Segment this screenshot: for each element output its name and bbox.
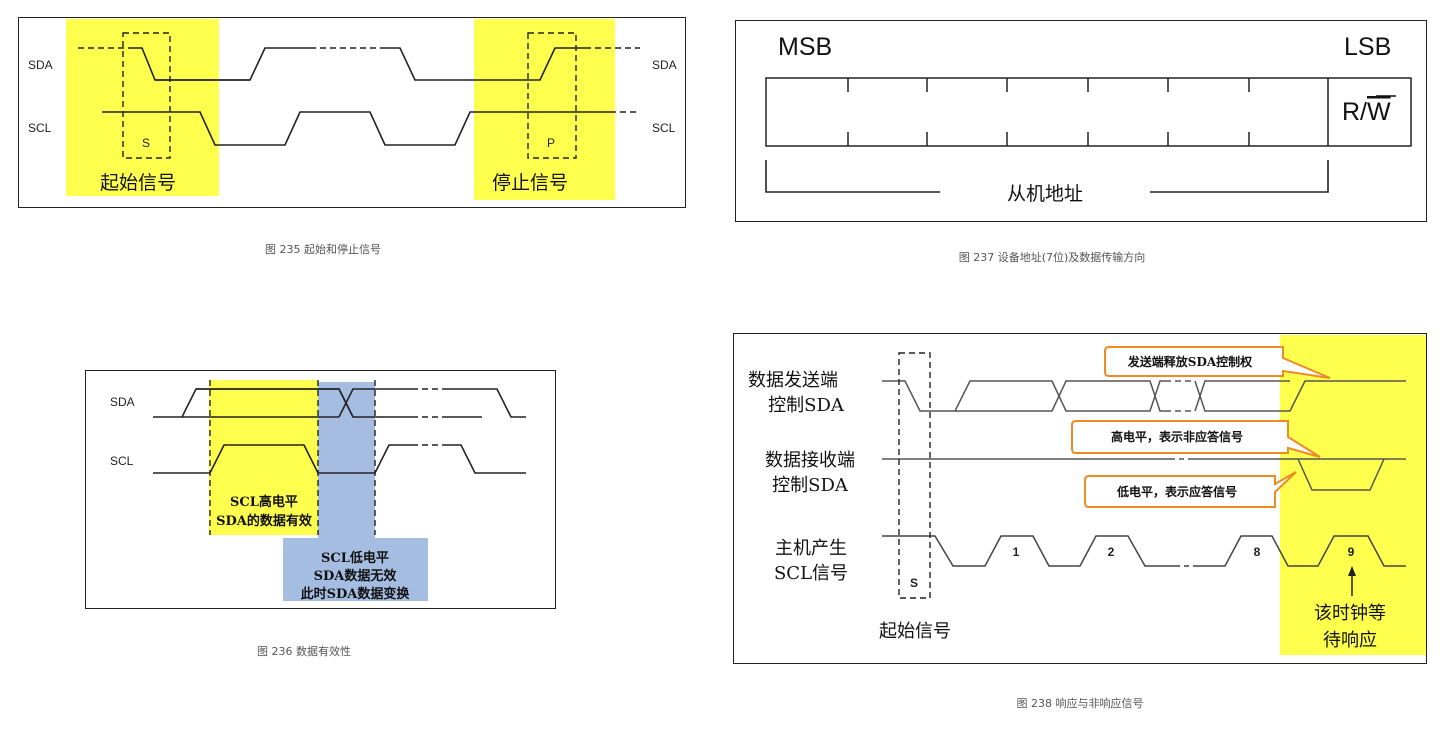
receiver-label-line1: 数据接收端 (765, 450, 855, 471)
stop-signal-label: 停止信号 (492, 172, 568, 194)
scl-label-line1: 主机产生 (775, 538, 847, 559)
scl-waveform (102, 111, 610, 146)
lsb-label: LSB (1344, 33, 1391, 61)
start-signal-label: 起始信号 (100, 172, 176, 194)
rw-bit-label: R/W (1342, 98, 1391, 126)
figure-caption: 图 235 起始和停止信号 (265, 242, 381, 256)
sender-sda-waveform (882, 380, 1406, 412)
start-highlight (66, 19, 219, 196)
callout-ack: 低电平，表示应答信号 (1084, 471, 1297, 508)
figure-236-data-validity: SDA SCL SCL高电平 SDA的数据有效 SCL低电平 SDA数据无效 此… (85, 370, 556, 658)
sda-label-right: SDA (652, 58, 677, 72)
ack-clock-highlight (1280, 335, 1426, 655)
valid-highlight (209, 380, 318, 535)
receiver-sda-waveform (882, 458, 1406, 491)
svg-text:发送端释放SDA控制权: 发送端释放SDA控制权 (1127, 354, 1253, 369)
clock-label: 8 (1254, 545, 1261, 559)
svg-text:低电平，表示应答信号: 低电平，表示应答信号 (1116, 484, 1237, 499)
clock-label: 9 (1348, 545, 1355, 559)
invalid-text-line3: 此时SDA数据变换 (301, 586, 411, 602)
receiver-label-line2: 控制SDA (772, 475, 849, 496)
scl-label-right: SCL (652, 121, 676, 135)
stop-highlight (474, 19, 615, 200)
wait-label-line2: 待响应 (1323, 630, 1377, 651)
s-label: S (910, 576, 918, 590)
figure-caption: 图 236 数据有效性 (257, 644, 351, 658)
slave-address-bracket (765, 160, 1329, 193)
sda-label: SDA (110, 395, 135, 409)
start-condition-box (122, 32, 171, 159)
clock-label: 1 (1013, 545, 1020, 559)
clock-label: 2 (1108, 545, 1115, 559)
wait-label-line1: 该时钟等 (1314, 603, 1386, 624)
s-label: S (142, 136, 150, 150)
figure-frame (735, 20, 1427, 222)
msb-label: MSB (778, 33, 832, 61)
figure-caption: 图 237 设备地址(7位)及数据传输方向 (959, 250, 1146, 264)
valid-text-line2: SDA的数据有效 (216, 513, 313, 529)
figure-235-start-stop: SDA SCL SDA SCL S P 起始信号 停止信号 图 235 起始和停… (18, 17, 686, 256)
sender-label-line1: 数据发送端 (748, 370, 838, 391)
scl-waveform (153, 444, 526, 474)
figure-caption: 图 238 响应与非响应信号 (1017, 696, 1144, 710)
invalid-text-line1: SCL低电平 (321, 550, 389, 566)
valid-text-line1: SCL高电平 (230, 494, 298, 510)
p-label: P (547, 136, 555, 150)
sender-label-line2: 控制SDA (768, 395, 845, 416)
stop-condition-box (527, 32, 577, 159)
start-condition-box (898, 352, 931, 599)
slave-address-label: 从机地址 (1007, 183, 1083, 205)
invalid-text-line2: SDA数据无效 (314, 568, 398, 584)
callout-release: 发送端释放SDA控制权 (1104, 346, 1331, 379)
svg-text:高电平，表示非应答信号: 高电平，表示非应答信号 (1111, 429, 1243, 444)
figure-237-address: MSB LSB R/W 从机地址 图 237 设备地址(7位)及数据传输方向 (735, 20, 1427, 264)
scl-label: SCL (110, 454, 134, 468)
start-signal-label: 起始信号 (879, 621, 951, 642)
scl-label-line2: SCL信号 (774, 563, 848, 584)
invalid-highlight (318, 382, 375, 538)
sda-label: SDA (28, 58, 53, 72)
scl-label: SCL (28, 121, 52, 135)
scl-waveform (882, 535, 1406, 567)
callout-nack: 高电平，表示非应答信号 (1071, 420, 1321, 458)
figure-238-ack: 数据发送端 控制SDA 数据接收端 控制SDA 主机产生 SCL信号 S 起始信… (733, 333, 1427, 710)
